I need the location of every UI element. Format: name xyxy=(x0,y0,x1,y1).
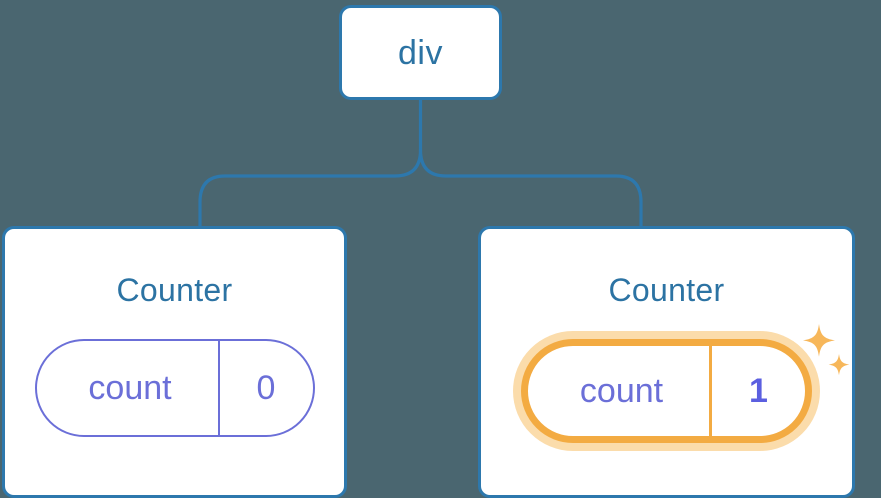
component-title: Counter xyxy=(608,272,725,308)
state-value: 0 xyxy=(217,341,313,435)
state-pill[interactable]: count 0 xyxy=(34,339,315,437)
component-title: Counter xyxy=(116,272,233,308)
state-value: 1 xyxy=(709,346,805,436)
component-card-counter-left[interactable]: Counter count 0 xyxy=(2,226,347,498)
root-node-label: div xyxy=(398,33,443,72)
component-card-counter-right[interactable]: Counter count 1 xyxy=(478,226,855,498)
state-pill-wrapper: count 1 xyxy=(481,339,852,443)
state-pill-highlighted[interactable]: count 1 xyxy=(521,339,812,443)
state-key: count xyxy=(579,372,664,410)
state-pill-wrapper: count 0 xyxy=(5,339,344,437)
state-key: count xyxy=(88,369,172,407)
root-node-div[interactable]: div xyxy=(339,5,502,100)
